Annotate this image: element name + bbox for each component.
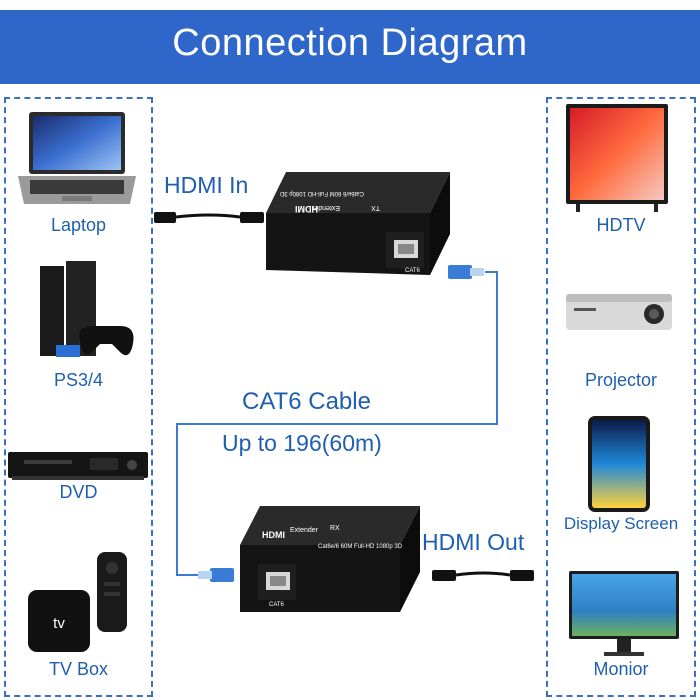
transmitter-code: TX — [371, 204, 380, 211]
display-label-projector: Projector — [584, 370, 658, 390]
transmitter-port-label: CAT6 — [405, 268, 421, 274]
cat6-cable — [176, 265, 498, 582]
game-console-icon — [40, 261, 134, 357]
cable-type-label: CAT6 Cable — [242, 388, 371, 415]
tablet-icon — [588, 416, 650, 512]
transmitter-labels: HDMI Extender TX Cat6e/6 60M Full-HD 108… — [279, 190, 380, 214]
display-label-screen: Display Screen — [563, 514, 679, 533]
receiver-brand: HDMI — [262, 530, 285, 540]
distance-label: Up to 196(60m) — [222, 430, 382, 456]
tv-box-icon: tv — [28, 552, 127, 652]
title-banner: Connection Diagram — [0, 0, 700, 88]
hdmi-out-cable — [432, 570, 534, 581]
receiver-code: RX — [330, 525, 340, 532]
dvd-player-icon — [8, 452, 148, 480]
hdmi-out-label: HDMI Out — [422, 529, 525, 555]
hdmi-in-label: HDMI In — [164, 172, 249, 198]
display-devices-panel — [546, 97, 696, 697]
transmitter-unit — [266, 172, 450, 275]
display-label-hdtv: HDTV — [596, 215, 646, 235]
source-label-laptop: Laptop — [50, 215, 107, 235]
transmitter-name: Extender — [311, 204, 340, 211]
svg-text:tv: tv — [53, 615, 65, 632]
receiver-name: Extender — [290, 527, 319, 534]
source-label-dvd: DVD — [59, 482, 98, 502]
source-label-ps: PS3/4 — [53, 370, 104, 390]
source-devices-panel — [4, 97, 153, 697]
receiver-unit — [240, 506, 420, 612]
transmitter-spec: Cat6e/6 60M Full-HD 1080p 3D — [279, 190, 364, 196]
receiver-spec: Cat6e/6 60M Full-HD 1080p 3D — [318, 544, 403, 550]
transmitter-brand: HDMI — [295, 204, 318, 214]
receiver-port-label: CAT6 — [269, 602, 285, 608]
monitor-icon — [569, 571, 679, 656]
title-banner-background — [0, 10, 700, 84]
source-label-tv-box: TV Box — [48, 659, 109, 679]
laptop-icon — [18, 112, 136, 204]
projector-icon — [566, 294, 672, 330]
hdmi-in-cable — [154, 212, 264, 223]
page-title: Connection Diagram — [172, 22, 528, 64]
display-label-monitor: Monior — [593, 659, 649, 679]
hdtv-icon — [566, 104, 668, 212]
